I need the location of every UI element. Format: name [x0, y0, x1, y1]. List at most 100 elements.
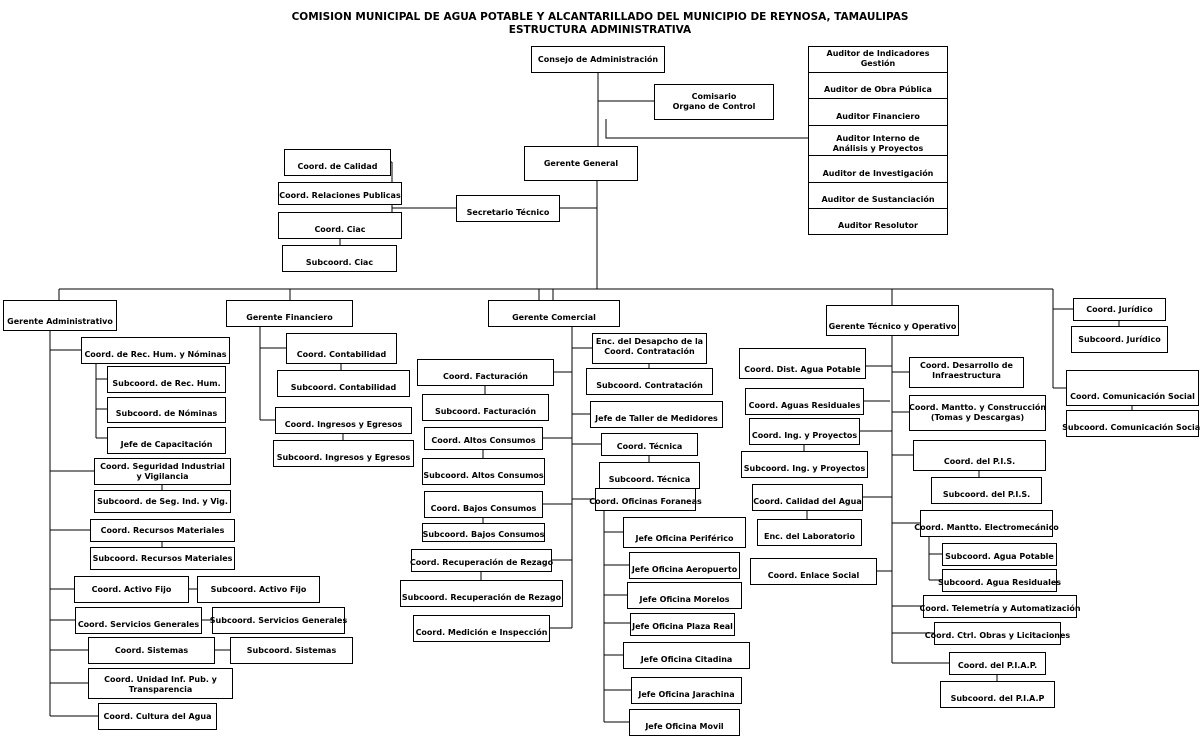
node-subcoord-nominas[interactable]: Subcoord. de Nóminas [107, 397, 226, 423]
node-coord-pis[interactable]: Coord. del P.I.S. [913, 440, 1046, 471]
node-subcoord-ingresos[interactable]: Subcoord. Ingresos y Egresos [273, 440, 414, 467]
node-jefe-oficina[interactable]: Jefe Oficina Citadina [623, 642, 750, 669]
node-coord-rec-mat[interactable]: Coord. Recursos Materiales [90, 519, 235, 542]
node-auditor[interactable]: Auditor Financiero [809, 99, 947, 126]
node-coord-bajos[interactable]: Coord. Bajos Consumos [424, 491, 543, 518]
node-subcoord-pis[interactable]: Subcoord. del P.I.S. [931, 477, 1042, 504]
node-label: Subcoord. Comunicación Social [1062, 423, 1200, 432]
node-coord-foraneas[interactable]: Coord. Oficinas Foraneas [589, 488, 702, 511]
node-label: Coord. Facturación [442, 372, 529, 381]
node-label: Enc. del Laboratorio [764, 532, 855, 541]
node-subcoord-contratacion[interactable]: Subcoord. Contratación [586, 368, 713, 395]
node-coord-ingresos[interactable]: Coord. Ingresos y Egresos [275, 407, 412, 434]
node-jefe-capacitacion[interactable]: Jefe de Capacitación [107, 427, 226, 454]
node-coord-altos[interactable]: Coord. Altos Consumos [424, 427, 543, 450]
node-jefe-oficina[interactable]: Jefe Oficina Plaza Real [630, 613, 735, 636]
node-label: Coord. de Rec. Hum. y Nóminas [84, 350, 227, 359]
node-coord-electromecanico[interactable]: Coord. Mantto. Electromecánico [914, 510, 1059, 537]
node-subcoord-sistemas[interactable]: Subcoord. Sistemas [230, 637, 353, 664]
node-enc-laboratorio[interactable]: Enc. del Laboratorio [757, 519, 862, 546]
node-jefe-oficina[interactable]: Jefe Oficina Aeropuerto [629, 552, 740, 579]
node-coord-dist-agua[interactable]: Coord. Dist. Agua Potable [739, 348, 866, 379]
node-jefe-oficina[interactable]: Jefe Oficina Jarachina [631, 677, 742, 704]
node-subcoord-altos[interactable]: Subcoord. Altos Consumos [422, 458, 545, 485]
node-subcoord-rezago[interactable]: Subcoord. Recuperación de Rezago [400, 580, 563, 607]
node-jefe-oficina[interactable]: Jefe Oficina Periférico [623, 517, 746, 548]
node-subcoord-tecnica[interactable]: Subcoord. Técnica [599, 462, 700, 489]
node-secretario-tecnico[interactable]: Secretario Técnico [456, 195, 560, 222]
node-label: Coord. de Calidad [297, 162, 378, 171]
node-label: Subcoord. Ciac [305, 258, 374, 267]
node-subcoord-ing-proyectos[interactable]: Subcoord. Ing. y Proyectos [741, 451, 868, 478]
node-coord-tecnica[interactable]: Coord. Técnica [601, 433, 698, 456]
node-coord-ciac[interactable]: Coord. Ciac [278, 212, 402, 239]
node-auditor[interactable]: Auditor de Sustanciación [809, 183, 947, 209]
node-subcoord-agua-potable[interactable]: Subcoord. Agua Potable [942, 543, 1057, 566]
node-subcoord-piap[interactable]: Subcoord. del P.I.A.P [940, 681, 1055, 708]
node-subcoord-seguridad[interactable]: Subcoord. de Seg. Ind. y Vig. [94, 490, 231, 513]
node-coord-facturacion[interactable]: Coord. Facturación [417, 359, 554, 386]
node-coord-rec-hum[interactable]: Coord. de Rec. Hum. y Nóminas [81, 337, 230, 364]
node-subcoord-bajos[interactable]: Subcoord. Bajos Consumos [422, 523, 545, 542]
node-label: Subcoord. de Seg. Ind. y Vig. [97, 496, 228, 506]
node-gerente-general[interactable]: Gerente General [524, 146, 638, 181]
node-auditor[interactable]: Auditor de Obra Pública [809, 73, 947, 99]
node-subcoord-agua-residuales[interactable]: Subcoord. Agua Residuales [938, 569, 1061, 592]
node-coord-cultura[interactable]: Coord. Cultura del Agua [98, 703, 217, 730]
node-coord-rezago[interactable]: Coord. Recuperación de Rezago [410, 549, 553, 572]
node-subcoord-servicios[interactable]: Subcoord. Servicios Generales [210, 607, 347, 634]
node-jefe-oficina[interactable]: Jefe Oficina Movil [629, 709, 740, 736]
node-coord-calidad-agua[interactable]: Coord. Calidad del Agua [752, 484, 863, 511]
node-coord-telemetria[interactable]: Coord. Telemetría y Automatización [919, 595, 1081, 618]
node-subcoord-juridico[interactable]: Subcoord. Jurídico [1071, 326, 1168, 353]
node-consejo[interactable]: Consejo de Administración [531, 46, 665, 73]
node-coord-juridico[interactable]: Coord. Jurídico [1073, 298, 1166, 321]
node-subcoord-contabilidad[interactable]: Subcoord. Contabilidad [277, 370, 410, 397]
node-subcoord-activo-fijo[interactable]: Subcoord. Activo Fijo [197, 576, 320, 603]
node-auditor[interactable]: Auditor Interno de Análisis y Proyectos [809, 126, 947, 156]
node-coord-activo-fijo[interactable]: Coord. Activo Fijo [74, 576, 189, 603]
node-coord-medicion[interactable]: Coord. Medición e Inspección [413, 615, 550, 642]
node-subcoord-rec-hum[interactable]: Subcoord. de Rec. Hum. [107, 366, 226, 393]
node-subcoord-comunicacion[interactable]: Subcoord. Comunicación Social [1062, 410, 1200, 437]
node-coord-contabilidad[interactable]: Coord. Contabilidad [286, 333, 397, 364]
node-auditor[interactable]: Auditor de Investigación [809, 156, 947, 183]
node-label: Coord. Contabilidad [296, 350, 387, 359]
node-coord-aguas-residuales[interactable]: Coord. Aguas Residuales [745, 388, 864, 415]
node-gerente-administrativo[interactable]: Gerente Administrativo [3, 300, 117, 331]
node-coord-obras[interactable]: Coord. Ctrl. Obras y Licitaciones [925, 622, 1070, 645]
node-coord-relaciones[interactable]: Coord. Relaciones Publicas [278, 182, 402, 205]
node-label: Coord. Desarrollo de [920, 361, 1013, 370]
node-label: Jefe Oficina Plaza Real [632, 622, 733, 631]
node-auditor[interactable]: Auditor de Indicadores Gestión [809, 47, 947, 73]
node-label: Gerente Técnico y Operativo [828, 322, 957, 331]
node-label: Coord. Comunicación Social [1070, 392, 1195, 401]
node-subcoord-facturacion[interactable]: Subcoord. Facturación [422, 394, 549, 421]
node-jefe-taller[interactable]: Jefe de Taller de Medidores [590, 401, 723, 428]
node-subcoord-rec-mat[interactable]: Subcoord. Recursos Materiales [90, 547, 235, 570]
connector-tecnico [803, 335, 998, 681]
node-auditor[interactable]: Auditor Resolutor [809, 209, 947, 234]
node-label: Subcoord. Técnica [608, 475, 691, 484]
node-jefe-oficina[interactable]: Jefe Oficina Morelos [627, 582, 742, 609]
node-label: Coord. Relaciones Publicas [279, 191, 401, 200]
node-coord-sistemas[interactable]: Coord. Sistemas [88, 637, 215, 664]
node-gerente-tecnico[interactable]: Gerente Técnico y Operativo [826, 305, 959, 336]
node-label: Coord. Bajos Consumos [430, 504, 537, 513]
node-gerente-financiero[interactable]: Gerente Financiero [226, 300, 353, 327]
node-coord-servicios[interactable]: Coord. Servicios Generales [75, 607, 202, 634]
node-coord-calidad[interactable]: Coord. de Calidad [284, 149, 391, 176]
node-gerente-comercial[interactable]: Gerente Comercial [488, 300, 620, 327]
node-subcoord-ciac[interactable]: Subcoord. Ciac [282, 245, 397, 272]
node-coord-enlace-social[interactable]: Coord. Enlace Social [750, 558, 877, 585]
node-coord-piap[interactable]: Coord. del P.I.A.P. [949, 652, 1046, 675]
node-label: Jefe Oficina Morelos [639, 595, 730, 604]
node-coord-ing-proyectos[interactable]: Coord. Ing. y Proyectos [749, 418, 860, 445]
node-coord-mantto-construccion[interactable]: Coord. Mantto. y Construcción(Tomas y De… [909, 395, 1046, 431]
node-coord-comunicacion[interactable]: Coord. Comunicación Social [1066, 370, 1199, 406]
